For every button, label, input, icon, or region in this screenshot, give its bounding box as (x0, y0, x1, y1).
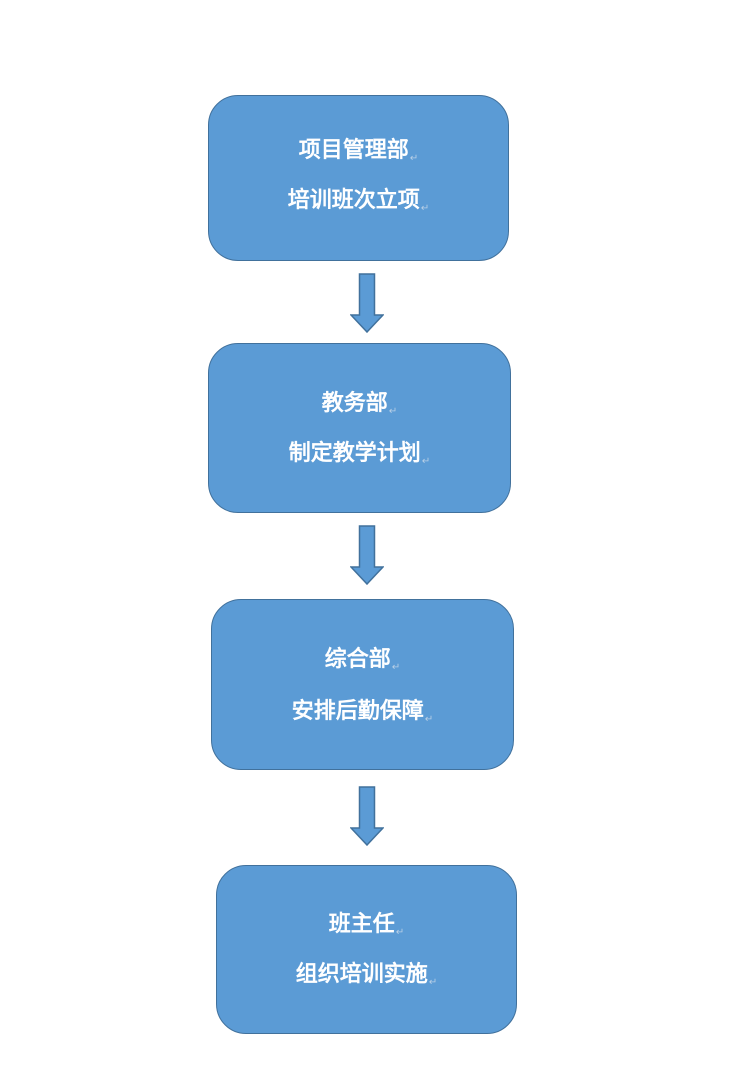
paragraph-mark-icon: ↵ (424, 714, 434, 725)
paragraph-mark-icon: ↵ (428, 977, 438, 988)
flow-step-class-teacher: 班主任↵ 组织培训实施↵ (216, 865, 517, 1034)
down-arrow-icon (350, 273, 384, 333)
step-department-label: 班主任↵ (328, 912, 405, 938)
step-task-label: 安排后勤保障↵ (291, 699, 434, 725)
paragraph-mark-icon: ↵ (409, 153, 419, 164)
flow-step-academic-affairs: 教务部↵ 制定教学计划↵ (208, 343, 511, 513)
step-task-label: 培训班次立项↵ (287, 188, 430, 214)
down-arrow-icon (350, 786, 384, 846)
flow-step-project-management: 项目管理部↵ 培训班次立项↵ (208, 95, 509, 261)
paragraph-mark-icon: ↵ (395, 927, 405, 938)
paragraph-mark-icon: ↵ (388, 406, 398, 417)
paragraph-mark-icon: ↵ (420, 203, 430, 214)
paragraph-mark-icon: ↵ (391, 662, 401, 673)
step-task-label: 制定教学计划↵ (288, 441, 431, 467)
flow-step-general-affairs: 综合部↵ 安排后勤保障↵ (211, 599, 514, 770)
paragraph-mark-icon: ↵ (421, 456, 431, 467)
step-department-label: 项目管理部↵ (298, 138, 419, 164)
step-department-label: 教务部↵ (321, 391, 398, 417)
down-arrow-icon (350, 525, 384, 585)
step-task-label: 组织培训实施↵ (295, 962, 438, 988)
step-department-label: 综合部↵ (324, 647, 401, 673)
